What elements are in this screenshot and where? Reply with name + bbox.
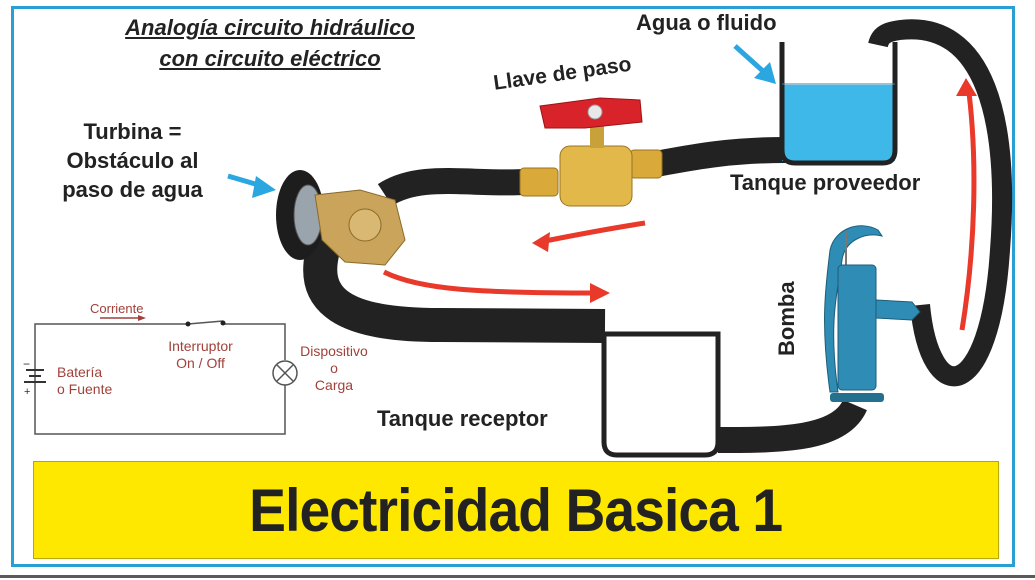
circuit-wire [34, 323, 286, 435]
turbine-icon [276, 170, 406, 266]
agua-label: Agua o fluido [636, 10, 777, 35]
hose-receptor-to-pump [717, 398, 867, 453]
hose-tank-to-valve [647, 137, 786, 178]
pointer-arrows [227, 44, 776, 198]
title-banner: Electricidad Basica 1 [33, 461, 999, 559]
bottom-divider [0, 575, 1035, 578]
tanque-proveedor [779, 42, 898, 166]
turbina-line-1: Turbina = [83, 119, 182, 144]
interruptor-line-1: Interruptor [168, 338, 233, 354]
dispositivo-line-3: Carga [314, 377, 354, 393]
flow-arrow-up [959, 84, 977, 331]
dispositivo-line-2: o [330, 360, 338, 376]
pump-icon [824, 225, 921, 402]
valve-icon [519, 97, 663, 207]
interruptor-label: Interruptor On / Off [158, 338, 243, 372]
battery-plus: + [24, 386, 31, 398]
diagram-title: Analogía circuito hidráulico con circuit… [60, 12, 480, 74]
pointer-arrow-turbina [227, 173, 276, 198]
tanque-receptor [601, 331, 721, 458]
turbina-label: Turbina = Obstáculo al paso de agua [30, 117, 235, 204]
flow-arrow-right [382, 269, 599, 296]
flow-arrows [382, 84, 977, 331]
title-line-1: Analogía circuito hidráulico [125, 15, 415, 40]
corriente-label: Corriente [90, 301, 144, 316]
hose-pump-to-tank [868, 19, 1013, 387]
dispositivo-label: Dispositivo o Carga [292, 343, 376, 394]
battery-icon [24, 369, 46, 383]
switch-contact [220, 320, 226, 326]
flow-arrowheads [532, 78, 977, 303]
bomba-label: Bomba [774, 281, 799, 356]
turbina-line-2: Obstáculo al [66, 148, 199, 173]
battery-minus: − [23, 357, 31, 371]
interruptor-line-2: On / Off [176, 355, 225, 371]
title-line-2: con circuito eléctrico [159, 46, 381, 71]
banner-text: Electricidad Basica 1 [249, 476, 784, 544]
bateria-line-1: Batería [57, 364, 103, 380]
dispositivo-line-1: Dispositivo [300, 343, 368, 359]
pointer-arrow-agua [733, 44, 776, 84]
hose-turbine-to-receptor [303, 223, 606, 343]
bateria-label: Batería o Fuente [57, 364, 112, 398]
switch-contact [185, 321, 191, 327]
tanque-proveedor-label: Tanque proveedor [730, 170, 921, 195]
tanque-receptor-label: Tanque receptor [377, 406, 548, 431]
water-fill [782, 85, 895, 161]
flow-arrow-left [539, 220, 646, 245]
bateria-line-2: o Fuente [57, 381, 113, 397]
hose-valve-to-turbine [377, 168, 526, 207]
turbina-line-3: paso de agua [62, 177, 203, 202]
electric-circuit [24, 315, 298, 435]
